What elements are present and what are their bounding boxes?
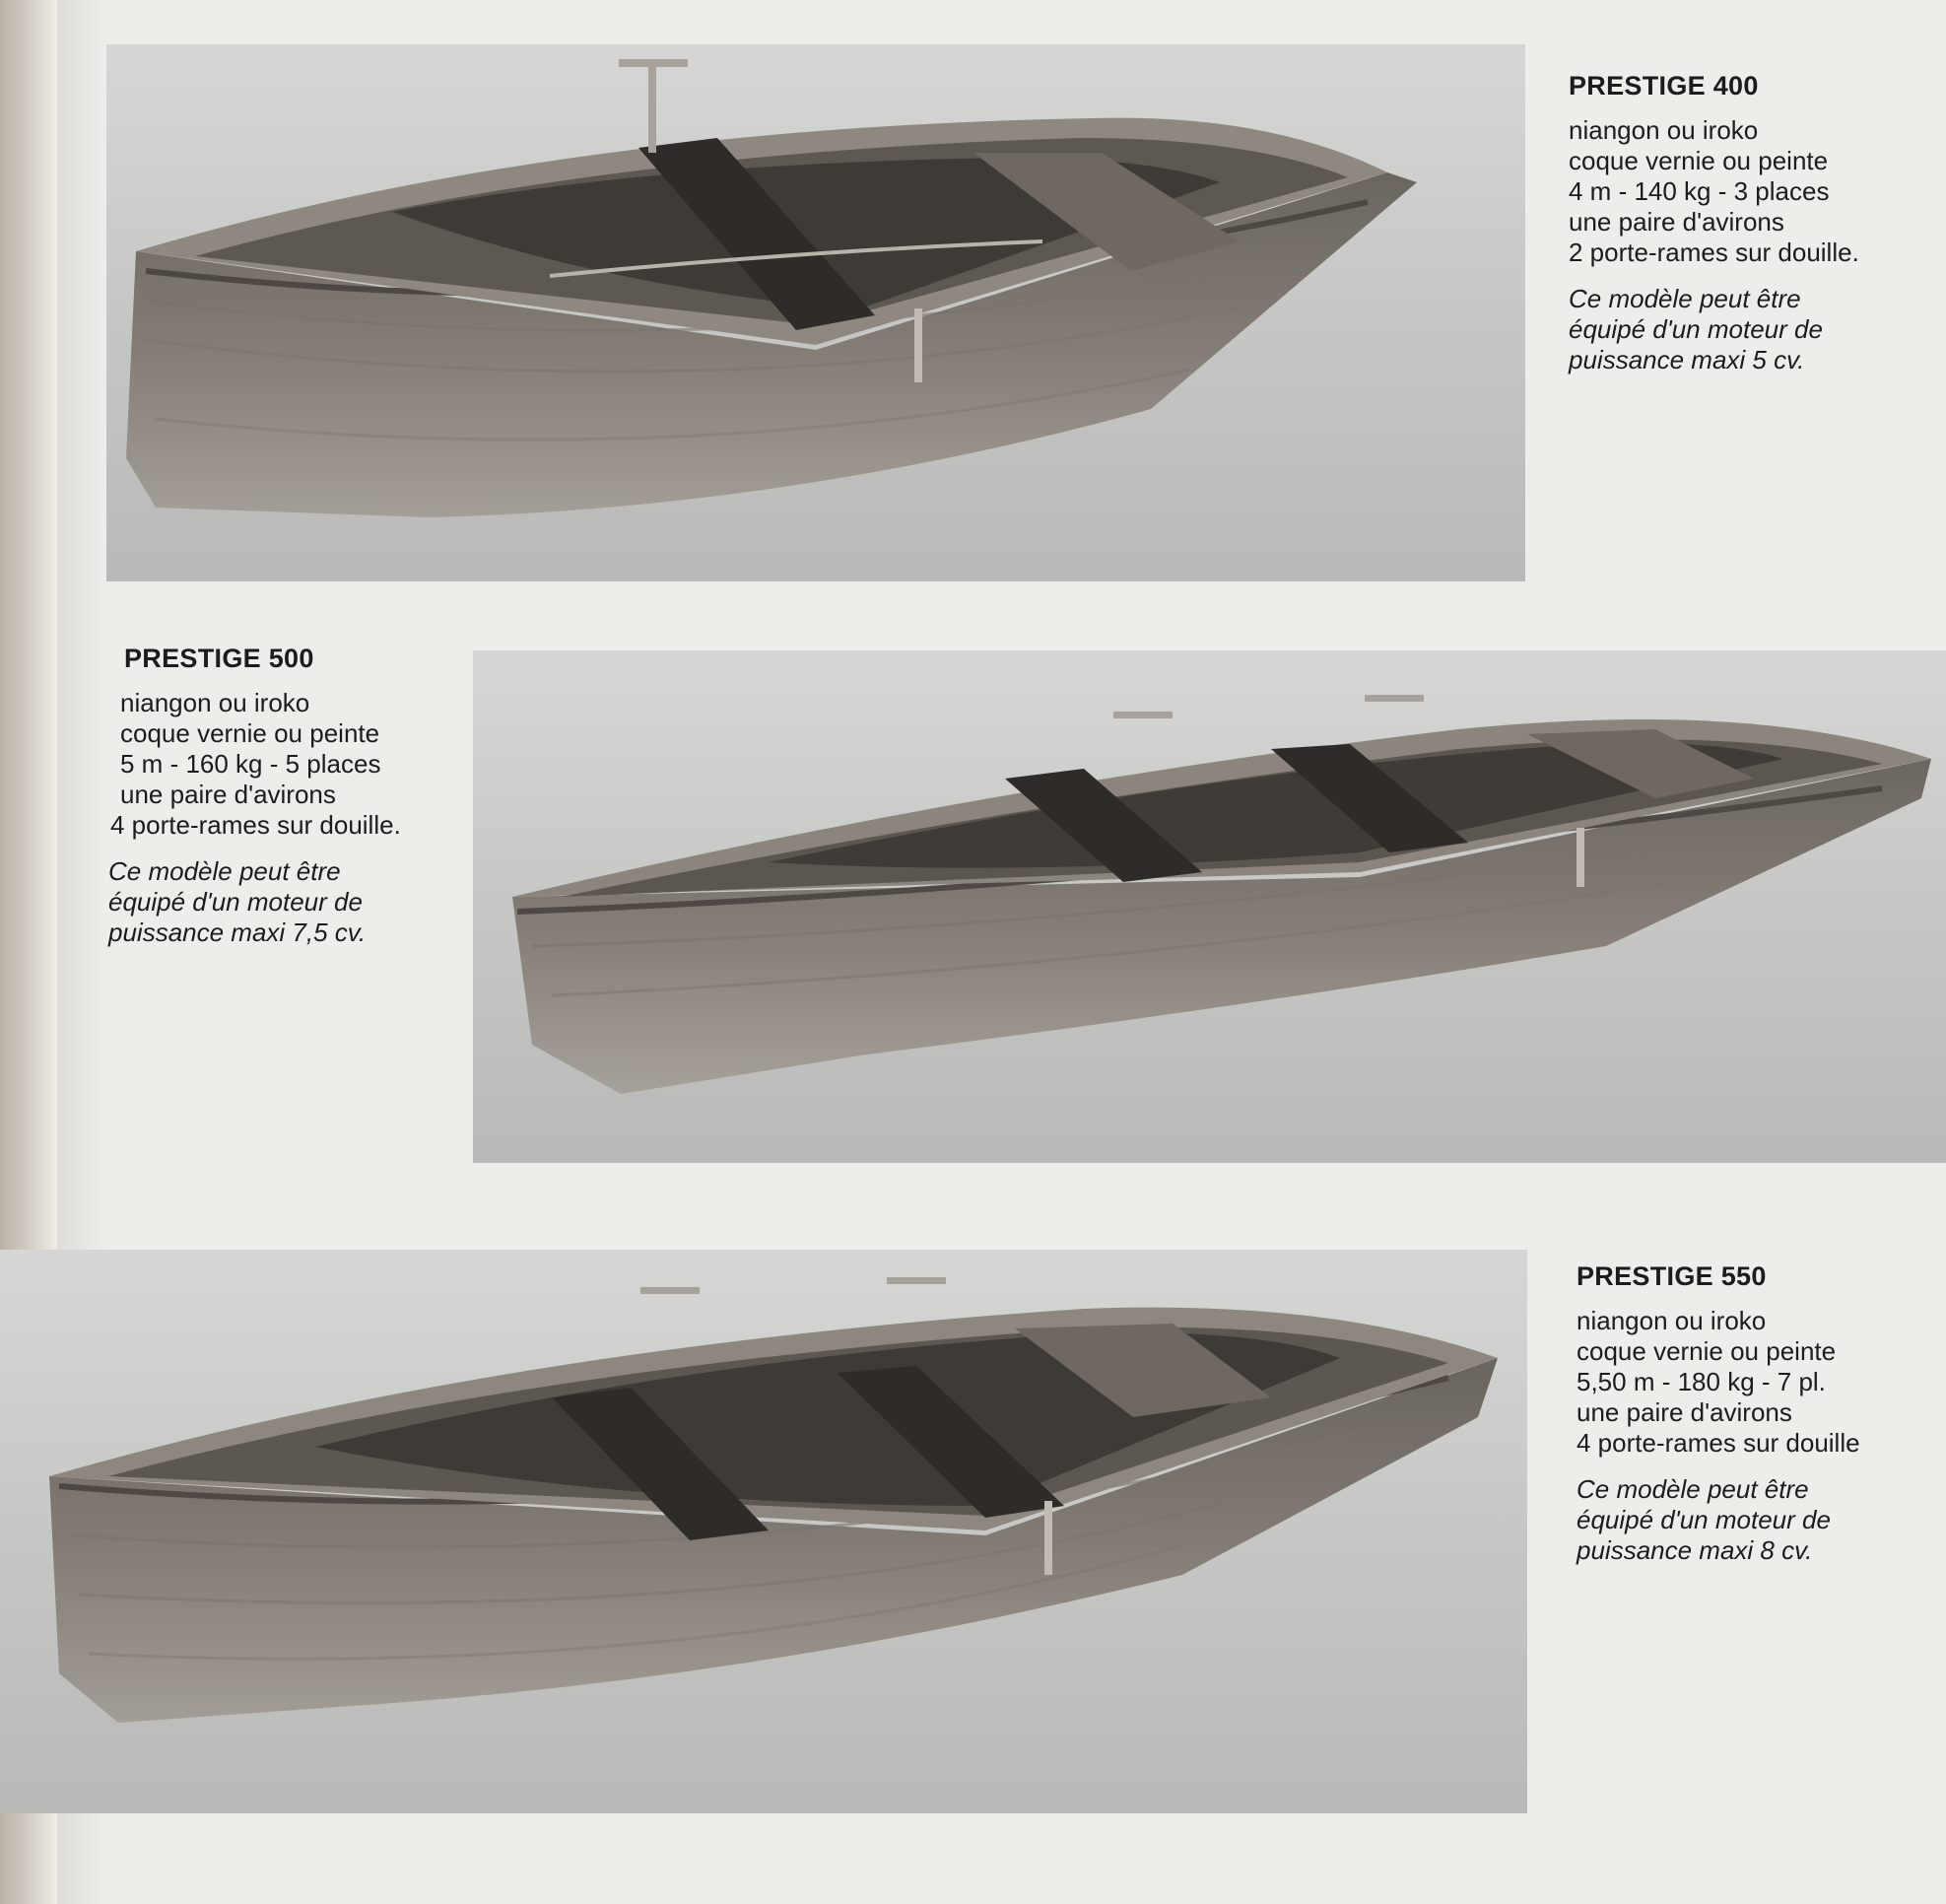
spec-block-prestige-500: PRESTIGE 500 niangon ou iroko coque vern… [108,644,401,948]
note-line: équipé d'un moteur de [1569,314,1823,344]
engine-note: Ce modèle peut être équipé d'un moteur d… [108,856,401,948]
spec-block-prestige-550: PRESTIGE 550 niangon ou iroko coque vern… [1577,1261,1860,1566]
spec-line: niangon ou iroko [1569,115,1759,145]
note-line: équipé d'un moteur de [108,887,363,917]
note-line: puissance maxi 8 cv. [1577,1535,1813,1565]
note-line: Ce modèle peut être [108,856,341,886]
model-title: PRESTIGE 500 [124,644,314,673]
photo-prestige-550 [0,1250,1527,1813]
spec-line: niangon ou iroko [120,688,310,717]
spec-line: coque vernie ou peinte [120,718,380,748]
rowboat-500-illustration [512,695,1931,1094]
engine-note: Ce modèle peut être équipé d'un moteur d… [1577,1474,1860,1566]
spec-line: 5,50 m - 180 kg - 7 pl. [1577,1367,1826,1396]
note-line: Ce modèle peut être [1577,1474,1809,1504]
spec-line: niangon ou iroko [1577,1306,1767,1335]
rowboat-400-illustration [126,59,1417,517]
spec-line: une paire d'avirons [1569,207,1784,237]
rowboat-550-illustration [49,1277,1498,1723]
spec-line: 4 m - 140 kg - 3 places [1569,176,1830,206]
spec-line: coque vernie ou peinte [1569,146,1829,175]
spec-line: 5 m - 160 kg - 5 places [120,749,381,779]
note-line: puissance maxi 5 cv. [1569,345,1805,374]
spec-line: 4 porte-rames sur douille. [110,810,401,840]
note-line: Ce modèle peut être [1569,284,1801,313]
spec-line: une paire d'avirons [120,780,336,809]
photo-prestige-500 [473,650,1946,1163]
photo-prestige-400 [106,44,1525,581]
spec-line: coque vernie ou peinte [1577,1336,1837,1366]
spec-line: une paire d'avirons [1577,1397,1792,1427]
spec-block-prestige-400: PRESTIGE 400 niangon ou iroko coque vern… [1569,71,1859,375]
spec-line: 4 porte-rames sur douille [1577,1428,1860,1458]
engine-note: Ce modèle peut être équipé d'un moteur d… [1569,284,1859,375]
note-line: puissance maxi 7,5 cv. [108,918,367,947]
model-title: PRESTIGE 550 [1577,1261,1767,1291]
note-line: équipé d'un moteur de [1577,1505,1831,1534]
model-title: PRESTIGE 400 [1569,71,1759,101]
spec-line: 2 porte-rames sur douille. [1569,238,1859,267]
